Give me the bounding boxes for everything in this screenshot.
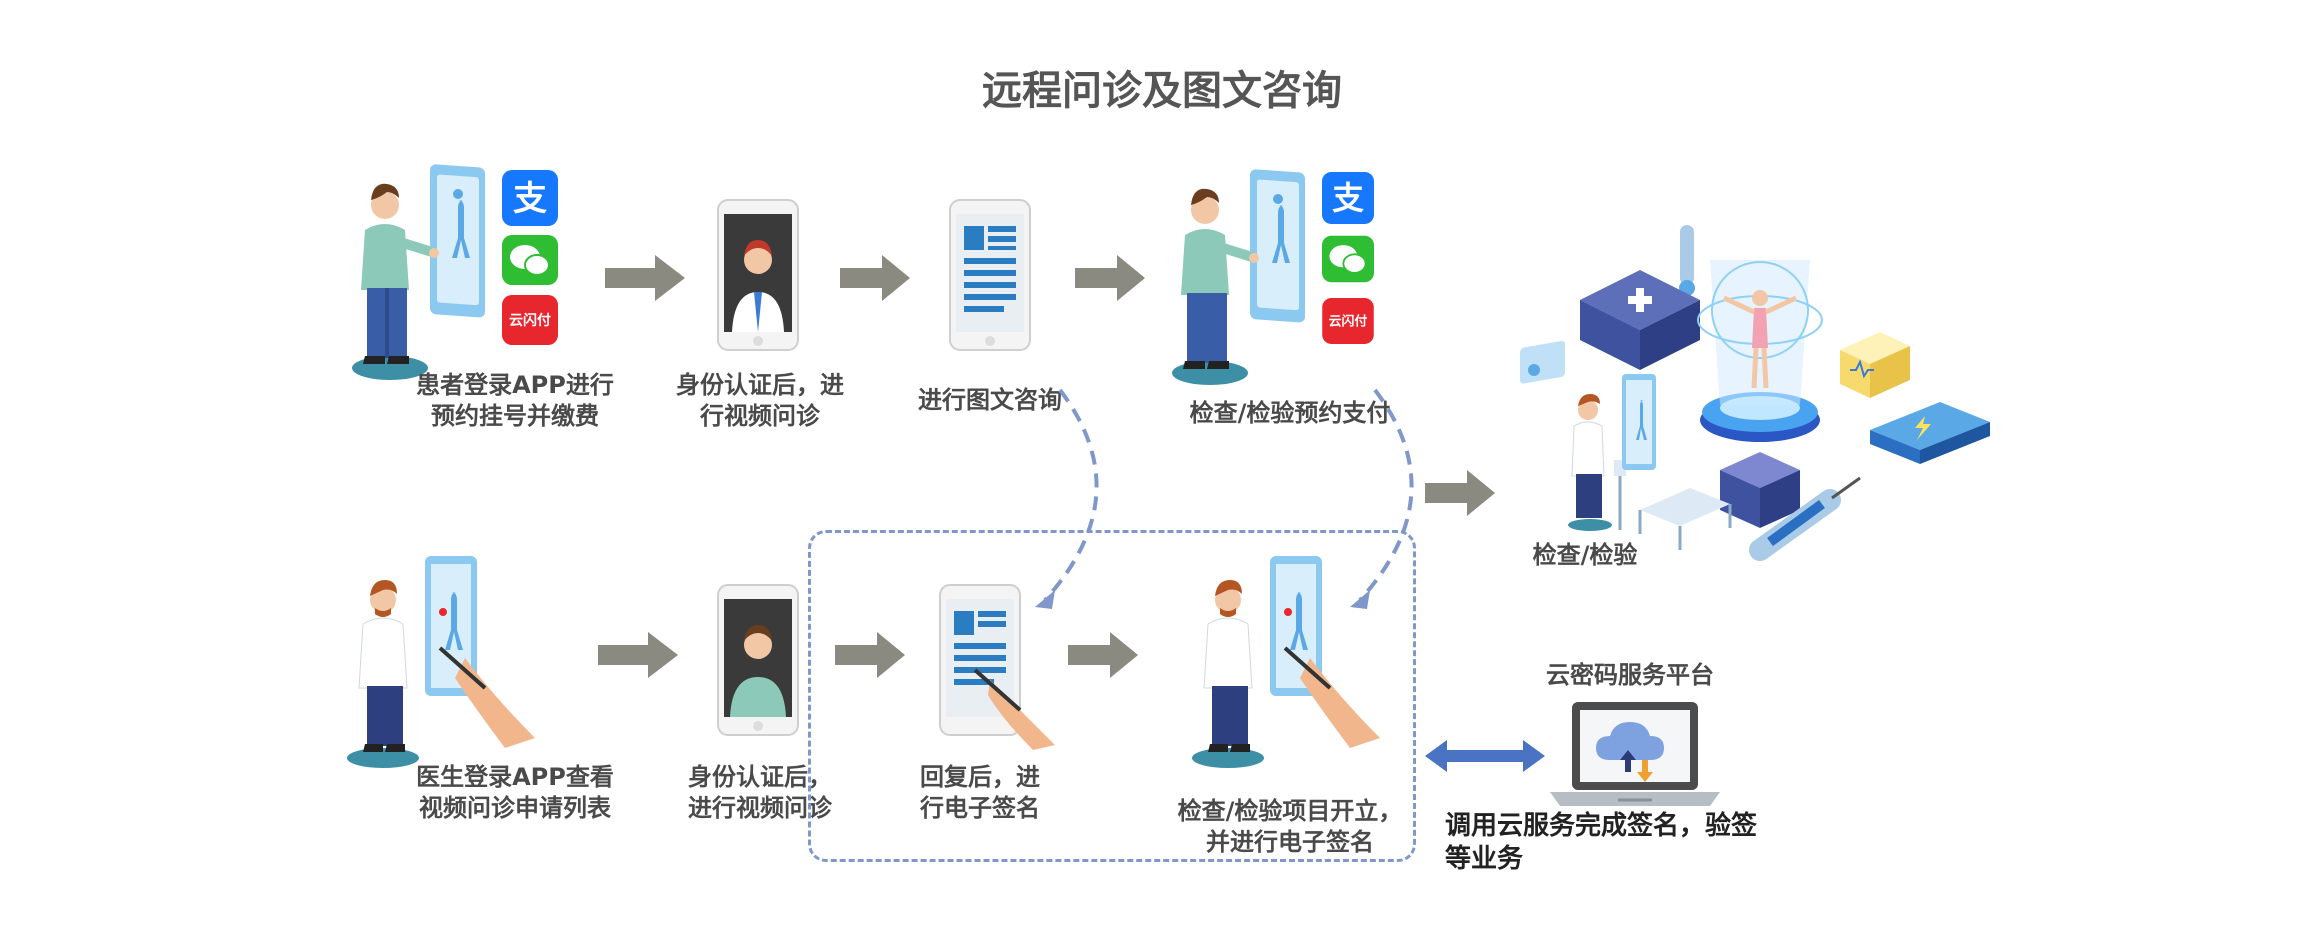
arrow-icon [1425, 470, 1495, 516]
bottom-step4-label: 检查/检验项目开立， 并进行电子签名 [1150, 796, 1430, 858]
platform-label-text: 云密码服务平台 [1546, 661, 1714, 689]
arrow-icon [1068, 632, 1138, 678]
doctor-with-phone-icon [1568, 374, 1656, 531]
svg-text:云闪付: 云闪付 [1329, 314, 1368, 330]
arrow-icon [598, 632, 678, 678]
platform-desc: 调用云服务完成签名，验签 等业务 [1445, 810, 1757, 876]
wechat-icon [502, 235, 558, 285]
arrow-icon [1075, 255, 1145, 301]
platform-desc-line1: 调用云服务完成签名，验签 [1445, 811, 1758, 841]
doctor-video-phone-icon [717, 199, 799, 351]
cloud-icon [1596, 722, 1664, 760]
exam-label: 检查/检验 [1520, 540, 1650, 571]
bottom-step1-label: 医生登录APP查看 视频问诊申请列表 [395, 762, 635, 824]
arrow-icon [835, 632, 905, 678]
double-arrow-icon [1425, 740, 1545, 772]
platform-label: 云密码服务平台 [1515, 660, 1745, 691]
doctor-signing-icon [1192, 556, 1380, 768]
top-step3-label: 进行图文咨询 [890, 385, 1090, 416]
top-step1-line2: 预约挂号并缴费 [431, 402, 599, 430]
patient-with-phone-icon [352, 164, 485, 380]
top-step3-line1: 进行图文咨询 [918, 386, 1062, 414]
bottom-step1-line1: 医生登录APP查看 [416, 763, 614, 791]
top-step2-line1: 身份认证后，进 [676, 371, 844, 399]
patient-video-phone-icon [717, 584, 799, 736]
unionpay-icon: 云闪付 [502, 295, 558, 345]
alipay-icon: 支 [502, 170, 558, 226]
top-step2-label: 身份认证后，进 行视频问诊 [670, 370, 850, 432]
exam-label-text: 检查/检验 [1532, 541, 1638, 569]
bottom-step4-line1: 检查/检验项目开立， [1177, 797, 1403, 825]
bottom-step3-line1: 回复后，进 [920, 763, 1040, 791]
wechat-icon [1322, 235, 1374, 283]
svg-text:支: 支 [513, 179, 547, 219]
dashed-curve-arrow-right [1350, 388, 1414, 609]
top-step1-line1: 患者登录APP进行 [416, 371, 614, 399]
arrow-icon [605, 255, 685, 301]
top-step4-label: 检查/检验预约支付 [1160, 398, 1420, 429]
top-step1-label: 患者登录APP进行 预约挂号并缴费 [395, 370, 635, 432]
svg-text:云闪付: 云闪付 [509, 312, 551, 329]
document-signing-phone-icon [939, 584, 1055, 750]
signature-group-box [808, 530, 1416, 862]
unionpay-icon: 云闪付 [1322, 298, 1374, 344]
patient-with-phone-icon [1172, 169, 1305, 385]
alipay-icon: 支 [1322, 172, 1374, 224]
doctor-signing-icon [347, 556, 535, 768]
bottom-step1-line2: 视频问诊申请列表 [419, 794, 611, 822]
dashed-curve-arrow-left [1035, 388, 1099, 609]
top-step2-line2: 行视频问诊 [700, 402, 820, 430]
arrow-icon [840, 255, 910, 301]
top-step4-line1: 检查/检验预约支付 [1189, 399, 1391, 427]
laptop-cloud-icon [1550, 702, 1720, 806]
medical-equipment-icon [1520, 225, 1990, 561]
bottom-step4-line2: 并进行电子签名 [1206, 828, 1374, 856]
diagram-title: 远程问诊及图文咨询 [982, 68, 1342, 114]
platform-desc-line2: 等业务 [1445, 844, 1524, 874]
svg-text:支: 支 [1332, 181, 1364, 217]
document-phone-icon [949, 199, 1031, 351]
bottom-step3-label: 回复后，进 行电子签名 [890, 762, 1070, 824]
bottom-step3-line2: 行电子签名 [920, 794, 1040, 822]
